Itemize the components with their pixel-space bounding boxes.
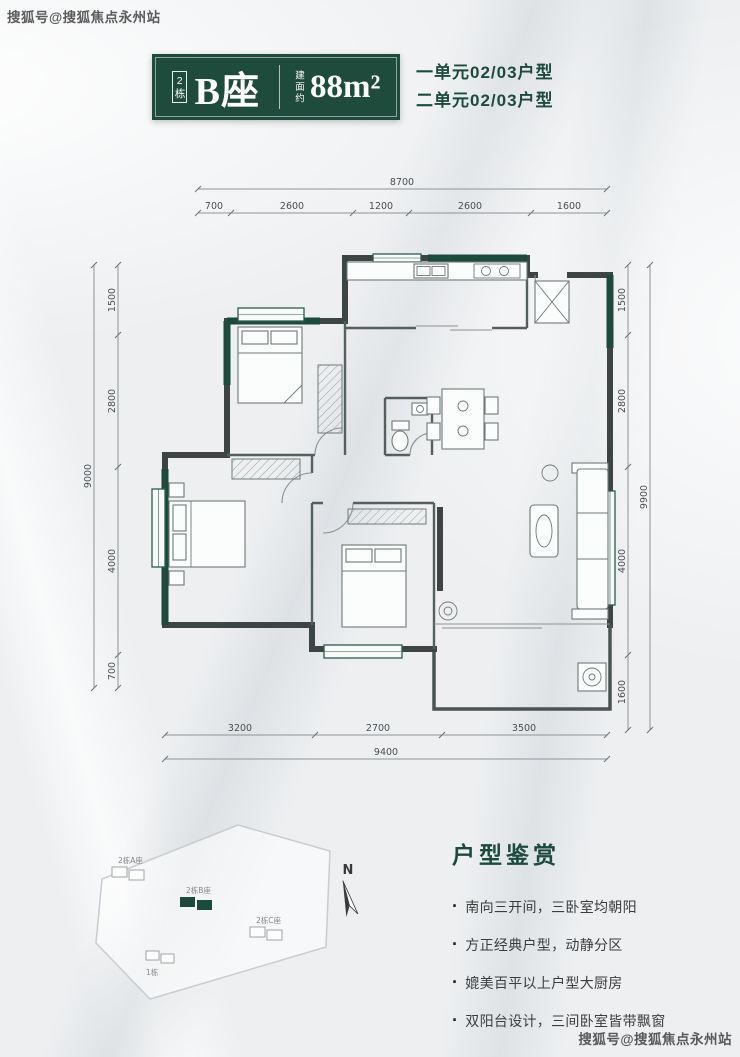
dim-top-3: 2600 xyxy=(458,201,482,212)
dining-table xyxy=(426,388,499,450)
watermark-top: 搜狐号@搜狐焦点永州站 xyxy=(7,10,161,25)
walls xyxy=(162,255,613,711)
dim-right-2: 4000 xyxy=(617,549,628,573)
coffee-table xyxy=(529,504,559,558)
dimension-right: 1500 2800 4000 1600 9900 xyxy=(617,261,654,734)
washing-machine xyxy=(577,662,607,692)
dim-bottom-1: 2700 xyxy=(366,723,390,734)
furniture xyxy=(168,261,609,692)
dimension-top: 8700 700 2600 1200 2600 1600 xyxy=(194,177,611,217)
feature-item: 双阳台设计，三间卧室皆带飘窗 xyxy=(452,1011,698,1031)
feature-text-3: 媲美百平以上户型大厨房 xyxy=(465,975,623,991)
plate-divider xyxy=(278,65,280,109)
dimension-left: 9000 1500 2800 4000 700 xyxy=(83,261,122,692)
dim-left-3: 700 xyxy=(107,662,118,680)
north-label: N xyxy=(343,863,354,878)
dim-top-total: 8700 xyxy=(390,177,414,188)
dim-right-0: 1500 xyxy=(617,288,628,312)
label-building-c: 2栋C座 xyxy=(256,915,282,925)
bed-1 xyxy=(237,326,303,404)
feature-text-4: 双阳台设计，三间卧室皆带飘窗 xyxy=(465,1013,666,1029)
wardrobe-3 xyxy=(347,508,427,525)
kitchen-counter xyxy=(346,261,570,324)
floorplan: 8700 700 2600 1200 2600 1600 9000 1500 2… xyxy=(80,173,660,778)
label-building-1: 1栋 xyxy=(146,967,159,977)
dim-top-1: 2600 xyxy=(280,201,304,212)
dim-top-0: 700 xyxy=(205,201,223,212)
dim-left-2: 4000 xyxy=(107,549,118,573)
bed-master xyxy=(168,482,246,586)
dim-right-total: 9900 xyxy=(639,485,650,509)
building-c: 2栋C座 xyxy=(249,915,283,941)
siteplan: 2栋A座 2栋B座 2栋C座 1栋 xyxy=(88,815,343,1015)
floorplan-svg: 8700 700 2600 1200 2600 1600 9000 1500 2… xyxy=(83,177,654,763)
windows xyxy=(151,253,616,659)
building-a: 2栋A座 xyxy=(111,855,145,881)
dim-right-3: 1600 xyxy=(617,680,628,704)
watermark-bottom: 搜狐号@搜狐焦点永州站 xyxy=(578,1032,732,1047)
dimension-bottom: 3200 2700 3500 9400 xyxy=(161,723,611,763)
area-value: 88m² xyxy=(309,68,381,105)
label-building-a: 2栋A座 xyxy=(118,855,143,865)
unit-line-2: 二单元02/03户型 xyxy=(416,91,554,110)
dim-top-4: 1600 xyxy=(557,201,581,212)
features-list: 南向三开间，三卧室均朝阳 方正经典户型，动静分区 媲美百平以上户型大厨房 双阳台… xyxy=(452,897,698,1031)
dim-bottom-2: 3500 xyxy=(512,723,536,734)
unit-types: 一单元02/03户型 二单元02/03户型 xyxy=(416,54,554,120)
dim-bottom-total: 9400 xyxy=(374,747,398,758)
features-section: 户型鉴赏 南向三开间，三卧室均朝阳 方正经典户型，动静分区 媲美百平以上户型大厨… xyxy=(452,836,698,1049)
dim-left-0: 1500 xyxy=(107,288,118,312)
siteplan-svg: 2栋A座 2栋B座 2栋C座 1栋 xyxy=(95,824,331,1000)
block-title: B座 xyxy=(194,70,260,113)
dim-left-total: 9000 xyxy=(83,464,94,488)
feature-item: 方正经典户型，动静分区 xyxy=(452,935,698,955)
dim-left-1: 2800 xyxy=(107,389,118,413)
building-b: 2栋B座 xyxy=(180,885,212,910)
feature-item: 媲美百平以上户型大厨房 xyxy=(452,973,698,993)
features-title: 户型鉴赏 xyxy=(452,843,560,868)
label-building-b: 2栋B座 xyxy=(186,885,211,895)
unit-line-1: 一单元02/03户型 xyxy=(416,63,554,82)
feature-text-2: 方正经典户型，动静分区 xyxy=(465,937,623,953)
dim-right-1: 2800 xyxy=(617,389,628,413)
tv xyxy=(437,507,443,591)
feature-text-1: 南向三开间，三卧室均朝阳 xyxy=(465,899,637,915)
building-1: 1栋 xyxy=(145,950,175,977)
building-badge: 2栋 xyxy=(171,70,187,104)
dim-top-2: 1200 xyxy=(369,201,393,212)
block-name-plate: 2栋 B座 建面约 88m² xyxy=(152,54,400,120)
bed-3 xyxy=(341,544,407,628)
toilet xyxy=(391,402,429,452)
area-label: 建面约 xyxy=(292,69,304,105)
north-arrow-svg: N xyxy=(342,863,359,918)
north-arrow: N xyxy=(328,860,372,931)
wardrobe-1 xyxy=(317,364,343,434)
sofa xyxy=(541,462,609,620)
site-boundary xyxy=(95,824,331,1000)
plant xyxy=(438,601,458,621)
compass-needle xyxy=(342,880,359,918)
dim-bottom-0: 3200 xyxy=(228,723,252,734)
header: 2栋 B座 建面约 88m² 一单元02/03户型 二单元02/03户型 xyxy=(152,54,554,120)
wardrobe-master xyxy=(231,458,301,480)
feature-item: 南向三开间，三卧室均朝阳 xyxy=(452,897,698,917)
